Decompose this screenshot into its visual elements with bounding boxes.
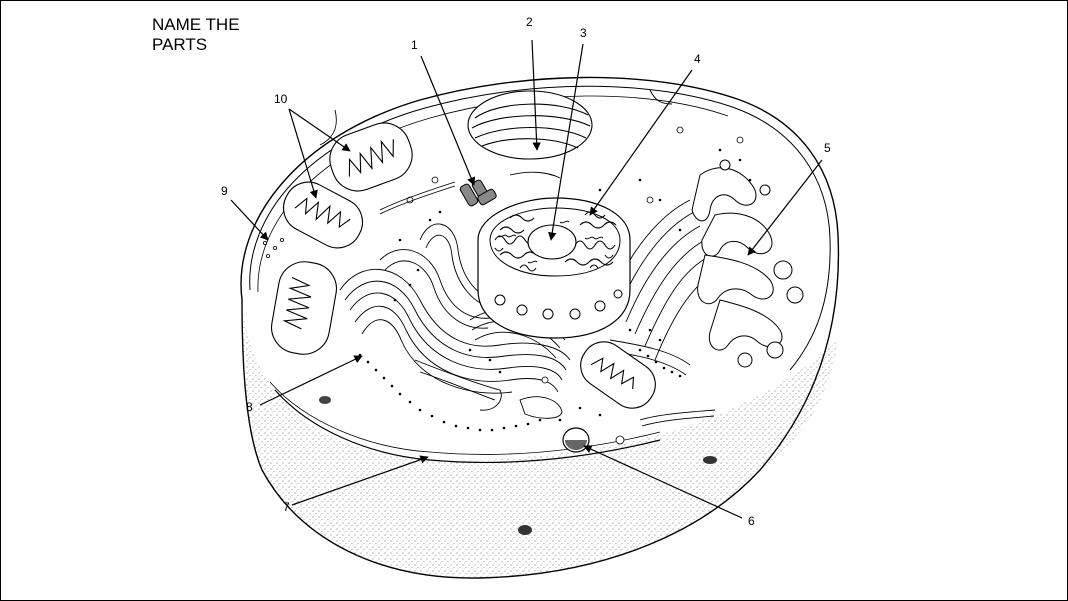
- vesicles: [262, 126, 744, 445]
- mitochondrion-3: [271, 261, 337, 355]
- label-10: 10: [274, 92, 288, 106]
- leader-5: [747, 159, 823, 256]
- nucleus: [477, 197, 631, 339]
- label-4: 4: [694, 52, 701, 66]
- mitochondria: [271, 90, 656, 409]
- slide-title: NAME THE PARTS: [152, 15, 240, 55]
- mitochondrion-2: [282, 181, 364, 249]
- label-7: 7: [283, 500, 290, 514]
- title-line-2: PARTS: [152, 35, 208, 54]
- leader-9: [230, 199, 269, 241]
- leader-6: [583, 445, 743, 519]
- title-line-1: NAME THE: [152, 15, 240, 34]
- leader-4: [589, 69, 693, 216]
- label-9: 9: [221, 184, 228, 198]
- leader-10b: [288, 108, 318, 199]
- label-5: 5: [824, 141, 831, 155]
- label-2: 2: [526, 15, 533, 29]
- leader-10a: [288, 108, 351, 152]
- leader-8: [259, 355, 363, 406]
- mitochondrion-4: [580, 341, 656, 409]
- label-numbers: 1 2 3 4 5 6 7 8 9 10: [221, 15, 831, 528]
- cytoplasm-strands: [319, 89, 716, 427]
- label-6: 6: [748, 514, 755, 528]
- label-8: 8: [246, 400, 253, 414]
- leader-3: [548, 43, 584, 241]
- leader-lines: [230, 39, 823, 519]
- leader-7: [291, 455, 429, 506]
- lysosome: [562, 427, 590, 453]
- mitochondrion-1: [329, 122, 413, 192]
- centriole: [459, 179, 497, 207]
- leader-2: [531, 39, 541, 151]
- leader-1: [420, 55, 476, 186]
- label-1: 1: [411, 38, 418, 52]
- mitochondrion-top: [467, 90, 593, 160]
- label-3: 3: [580, 26, 587, 40]
